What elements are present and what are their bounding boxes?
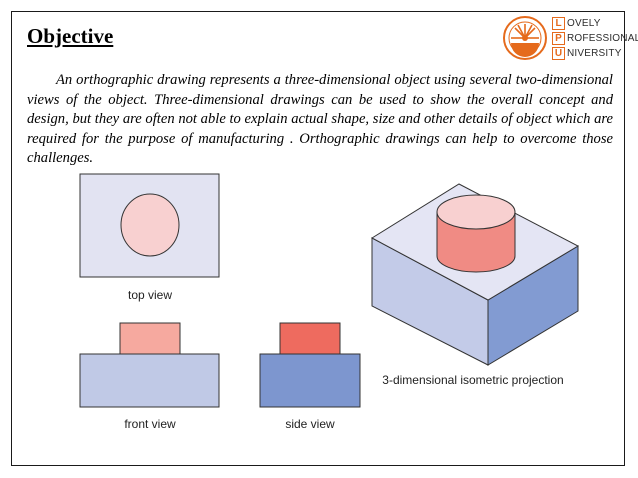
top-view-circle <box>120 193 180 257</box>
logo-word: OVELY <box>567 18 601 29</box>
logo-letter: P <box>552 32 565 45</box>
university-seal-icon <box>503 16 547 60</box>
front-view-label: front view <box>124 417 176 431</box>
isometric-label: 3-dimensional isometric projection <box>382 373 563 387</box>
side-view-base <box>259 353 361 408</box>
objective-paragraph: An orthographic drawing represents a thr… <box>27 72 613 167</box>
front-view-diagram <box>79 322 220 408</box>
logo-letter: U <box>552 47 565 60</box>
logo-row-university: U NIVERSITY <box>552 46 638 61</box>
top-view-label: top view <box>128 288 172 302</box>
logo-letter: L <box>552 17 565 30</box>
logo-row-lovely: L OVELY <box>552 16 638 31</box>
front-view-base <box>79 353 220 408</box>
front-view-cylinder <box>119 322 181 355</box>
isometric-diagram <box>370 183 580 366</box>
university-logo: L OVELY P ROFESSIONAL U NIVERSITY <box>502 15 638 63</box>
logo-wordmark: L OVELY P ROFESSIONAL U NIVERSITY <box>552 16 638 61</box>
side-view-label: side view <box>285 417 335 431</box>
side-view-cylinder <box>279 322 341 355</box>
slide-title: Objective <box>27 24 114 48</box>
side-view-diagram <box>259 322 361 408</box>
logo-row-professional: P ROFESSIONAL <box>552 31 638 46</box>
top-view-diagram <box>79 173 220 278</box>
iso-cylinder-top <box>436 194 516 230</box>
logo-word: ROFESSIONAL <box>567 33 638 44</box>
logo-word: NIVERSITY <box>567 48 622 59</box>
